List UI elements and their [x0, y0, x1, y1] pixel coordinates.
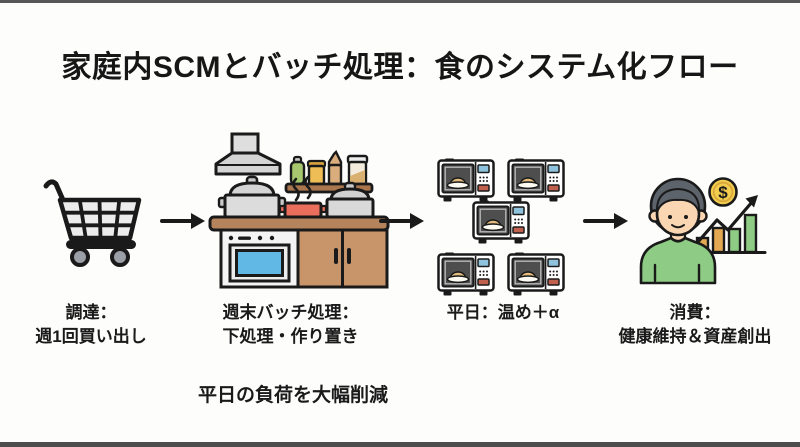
hair-fringe: [655, 187, 701, 213]
stage-label-line: 調達：: [65, 303, 117, 322]
flow-arrow-icon: [583, 213, 628, 229]
stage-label-line: 健康維持＆資産創出: [618, 327, 772, 346]
pot-red-icon: [278, 201, 328, 219]
microwave-icon: [507, 157, 565, 203]
dollar-symbol: $: [718, 183, 728, 202]
cabinet-handle: [334, 248, 338, 264]
batch-benefit-note: 平日の負荷を大幅削減: [197, 385, 388, 406]
cart-basket-grid: [63, 199, 137, 239]
bottom-edge-band: [0, 442, 800, 447]
dollar-coin-icon: $: [708, 177, 738, 207]
cart-handle: [43, 179, 66, 203]
range-hood-icon: [214, 132, 282, 176]
cart-wheel: [70, 247, 90, 267]
cart-wheel: [110, 247, 130, 267]
stage-label-line: 平日：温め＋α: [446, 303, 560, 322]
spice-shelf-icon: [284, 149, 374, 194]
stage-label-line: 週1回買い出し: [35, 327, 147, 346]
stage-label-procurement: 調達： 週1回買い出し: [6, 301, 176, 349]
countertop: [208, 215, 390, 232]
microwave-grid-icon: [437, 157, 565, 297]
page-title: 家庭内SCMとバッチ処理：食のシステム化フロー: [61, 51, 739, 84]
shopping-cart-icon: [43, 179, 142, 267]
microwave-icon: [437, 157, 495, 203]
cabinet-icon: [296, 228, 389, 289]
green-jar: [289, 160, 306, 186]
stage-label-batch-processing: 週末バッチ処理： 下処理・作り置き: [188, 301, 393, 349]
microwave-icon: [472, 199, 530, 245]
stage-label-weekday: 平日：温め＋α: [408, 301, 598, 325]
microwave-icon: [507, 251, 565, 297]
stage-label-line: 週末バッチ処理：: [222, 303, 359, 322]
kitchen-icon: [208, 132, 390, 289]
flow-arrow-icon: [379, 213, 424, 229]
pot-large-icon: [217, 175, 287, 219]
steam-icon: [292, 175, 312, 202]
stage-label-consumption: 消費： 健康維持＆資産創出: [600, 301, 790, 349]
cart-base: [66, 240, 136, 249]
amber-jar: [307, 164, 326, 186]
sauce-bottle: [327, 163, 343, 186]
cabinet-handle: [347, 248, 351, 264]
microwave-icon: [437, 251, 495, 297]
person-icon: [639, 177, 717, 285]
trend-arrow-icon: [689, 195, 758, 252]
shirt: [639, 236, 717, 285]
person-asset-growth-icon: $: [639, 177, 767, 285]
top-edge-band: [0, 0, 800, 3]
stage-label-line: 下処理・作り置き: [222, 327, 359, 346]
stage-label-line: 消費：: [669, 303, 721, 322]
oven-window: [235, 249, 284, 277]
pot-medium-icon: [325, 181, 375, 219]
oven-icon: [219, 228, 300, 289]
flow-arrow-icon: [160, 213, 205, 229]
